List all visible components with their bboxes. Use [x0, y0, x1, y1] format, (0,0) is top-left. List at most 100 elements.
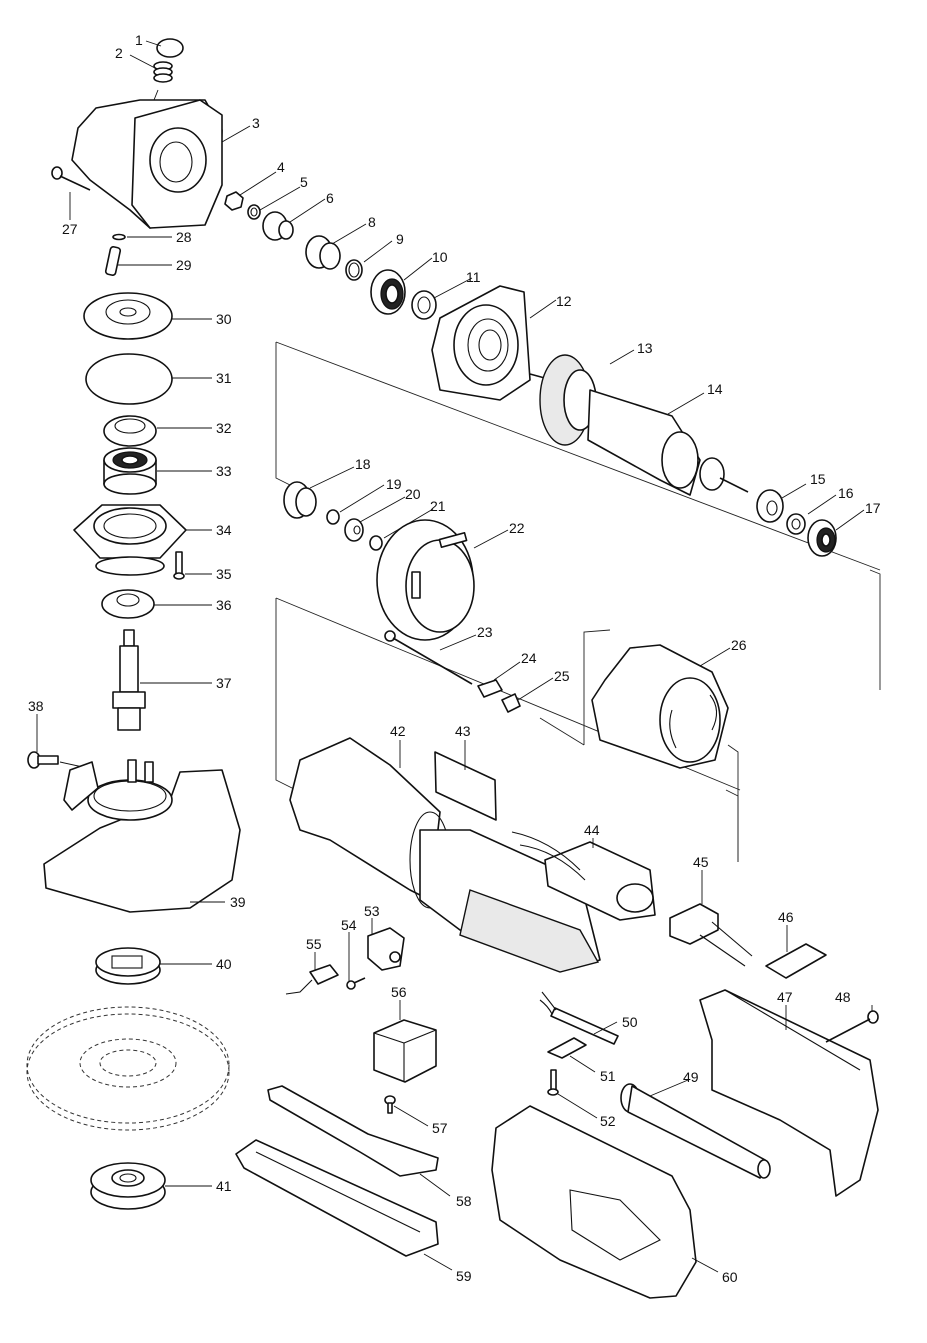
part-39-wheel-cover[interactable]	[43, 759, 241, 913]
callout-12: 12	[556, 293, 572, 309]
part-10-ball-bearing[interactable]	[370, 269, 406, 315]
callout-11: 11	[466, 269, 481, 285]
callout-60: 60	[722, 1269, 738, 1285]
part-57-tapping-screw[interactable]	[384, 1095, 396, 1114]
part-15-insulation-washer[interactable]	[756, 489, 784, 523]
callout-9: 9	[396, 231, 404, 247]
callout-21: 21	[430, 498, 446, 514]
callout-43: 43	[455, 723, 471, 739]
part-31-o-ring[interactable]	[85, 353, 173, 405]
part-21-retaining-ring[interactable]	[369, 535, 383, 551]
part-11-flat-washer[interactable]	[411, 290, 437, 320]
part-48-tapping-screw[interactable]	[825, 1010, 879, 1043]
callout-48: 48	[835, 989, 851, 1005]
part-35-screw[interactable]	[173, 551, 185, 580]
part-23-tapping-screw[interactable]	[384, 630, 473, 685]
part-42-motor-housing[interactable]	[289, 737, 601, 973]
part-54-tapping-screw[interactable]	[346, 977, 366, 990]
part-2-spring[interactable]	[153, 61, 173, 83]
callout-53: 53	[364, 903, 380, 919]
callout-31: 31	[216, 370, 232, 386]
part-19-o-ring[interactable]	[326, 509, 340, 525]
part-4-hex-nut[interactable]	[224, 191, 244, 211]
callout-24: 24	[521, 650, 537, 666]
part-26-field[interactable]	[591, 644, 729, 769]
callout-5: 5	[300, 174, 308, 190]
callout-28: 28	[176, 229, 192, 245]
part-22-baffle-plate[interactable]	[376, 519, 475, 641]
callout-4: 4	[277, 159, 285, 175]
part-29-shaft-lock-pin[interactable]	[104, 246, 122, 276]
part-17-ball-bearing[interactable]	[807, 519, 837, 557]
callout-19: 19	[386, 476, 402, 492]
callout-55: 55	[306, 936, 322, 952]
part-58-switch-lever[interactable]	[267, 1085, 439, 1177]
callout-45: 45	[693, 854, 709, 870]
part-16-flat-washer[interactable]	[786, 513, 806, 535]
part-9-retaining-ring[interactable]	[345, 259, 363, 281]
part-25-clamp[interactable]	[501, 693, 521, 713]
part-41-inner-flange[interactable]	[90, 1162, 166, 1210]
part-60-rear-cover[interactable]	[491, 1105, 697, 1299]
callout-59: 59	[456, 1268, 472, 1284]
part-14-armature[interactable]	[587, 389, 749, 496]
part-45-noise-suppressor[interactable]	[669, 903, 753, 967]
callout-32: 32	[216, 420, 232, 436]
part-8-sleeve[interactable]	[305, 235, 341, 270]
part-24-lead-clip[interactable]	[477, 679, 503, 698]
callout-46: 46	[778, 909, 794, 925]
part-28-o-ring[interactable]	[112, 233, 126, 241]
part-27-tapping-screw[interactable]	[51, 166, 91, 191]
part-46-insulation-sheet[interactable]	[765, 943, 827, 979]
part-20-magnet-sleeve[interactable]	[344, 518, 364, 542]
callout-35: 35	[216, 566, 232, 582]
part-40-lock-nut[interactable]	[95, 947, 161, 985]
part-47-handle-cover[interactable]	[699, 989, 879, 1197]
callout-14: 14	[707, 381, 723, 397]
callout-57: 57	[432, 1120, 448, 1136]
part-6-spiral-bevel-gear[interactable]	[262, 211, 294, 241]
callout-3: 3	[252, 115, 260, 131]
part-59-switch-rod[interactable]	[235, 1139, 439, 1257]
part-34-bearing-box[interactable]	[73, 504, 187, 576]
part-30-spiral-bevel-gear[interactable]	[83, 292, 173, 340]
part-1-cap[interactable]	[156, 38, 184, 58]
part-32-bearing-retainer[interactable]	[103, 415, 157, 447]
part-49-side-grip[interactable]	[620, 1083, 771, 1179]
part-51-strain-relief[interactable]	[547, 1037, 587, 1059]
part-3-gear-housing[interactable]	[71, 89, 223, 229]
part-56-switch[interactable]	[373, 1019, 437, 1083]
part-33-ball-bearing[interactable]	[103, 447, 157, 495]
callout-56: 56	[391, 984, 407, 1000]
callout-47: 47	[777, 989, 793, 1005]
callout-17: 17	[865, 500, 881, 516]
callout-15: 15	[810, 471, 826, 487]
part-18-rubber-ring[interactable]	[283, 481, 317, 519]
part-44-controller[interactable]	[511, 831, 656, 921]
part-55-carbon-brush[interactable]	[285, 964, 339, 995]
part-52-tapping-screw[interactable]	[547, 1069, 559, 1096]
callout-29: 29	[176, 257, 192, 273]
leader-lines	[36, 40, 873, 1273]
part-43-name-plate[interactable]	[434, 751, 497, 821]
part-12-bearing-box[interactable]	[431, 285, 531, 401]
callout-42: 42	[390, 723, 406, 739]
part-5-spring-washer[interactable]	[247, 204, 261, 220]
callout-34: 34	[216, 522, 232, 538]
part-37-spindle[interactable]	[112, 629, 146, 731]
callout-49: 49	[683, 1069, 699, 1085]
callout-20: 20	[405, 486, 421, 502]
grinding-wheel-outline	[26, 1006, 230, 1131]
part-38-hex-bolt[interactable]	[27, 751, 93, 770]
callout-27: 27	[62, 221, 78, 237]
callout-38: 38	[28, 698, 44, 714]
callout-50: 50	[622, 1014, 638, 1030]
callout-52: 52	[600, 1113, 616, 1129]
part-53-brush-holder[interactable]	[367, 927, 405, 971]
part-50-insulated-tube[interactable]	[539, 991, 619, 1045]
callout-41: 41	[216, 1178, 232, 1194]
part-36-labyrinth-rubber[interactable]	[101, 589, 155, 619]
part-13-fan[interactable]	[529, 354, 597, 446]
callout-labels: 1 2 3 4 5 6 8 9 10 11 12 13 14 15 16 17 …	[28, 32, 881, 1285]
callout-6: 6	[326, 190, 334, 206]
